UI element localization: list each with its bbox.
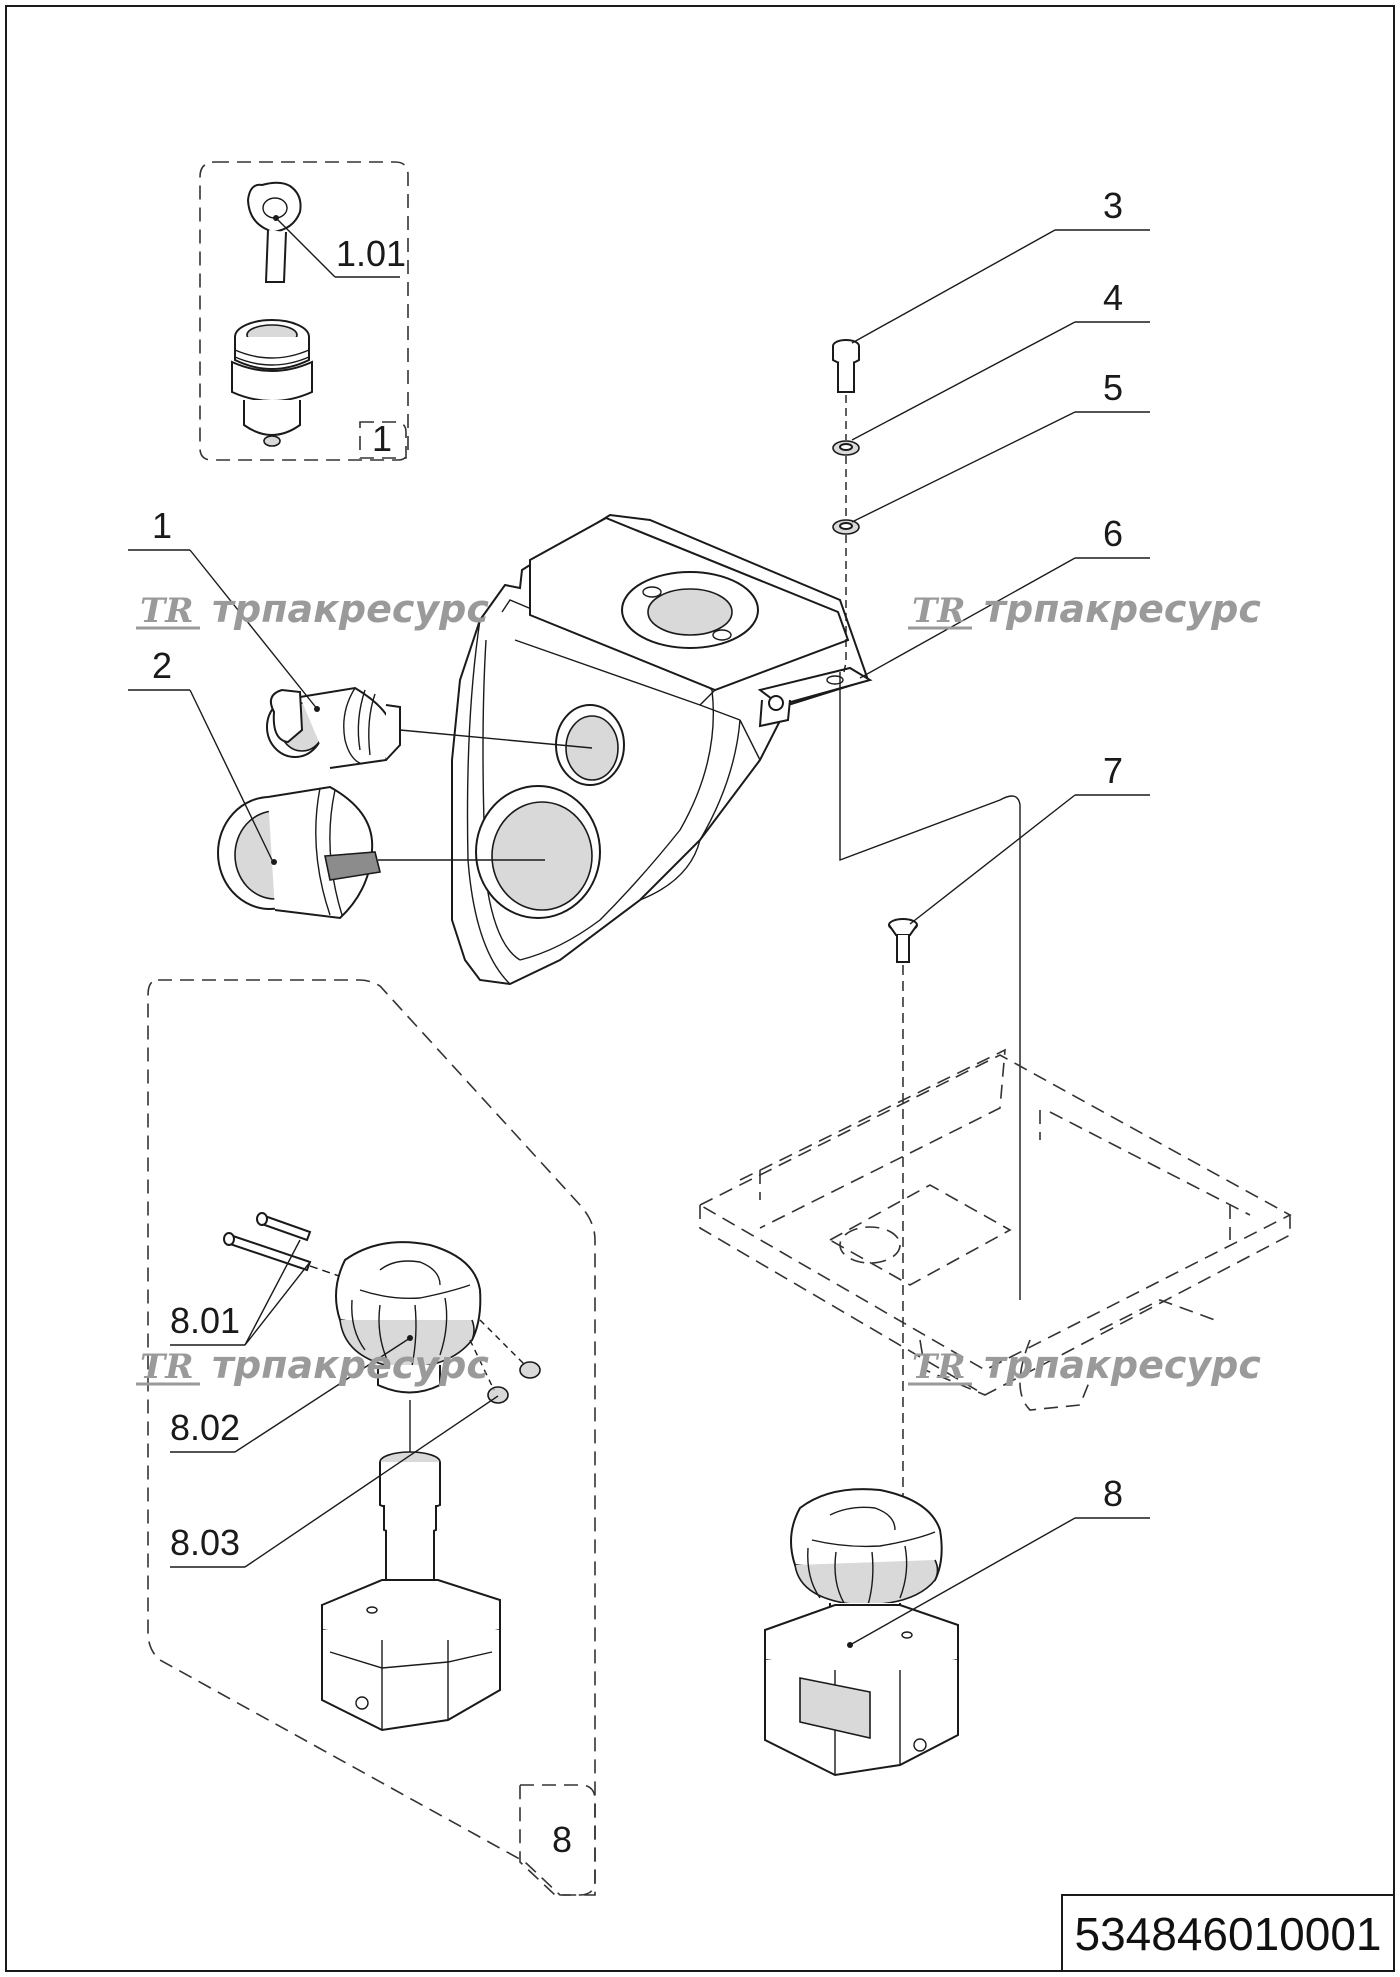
screw-7-part	[888, 918, 918, 963]
callout-5: 5	[1103, 367, 1123, 408]
panel-housing	[451, 513, 873, 986]
svg-text:TR: TR	[140, 591, 194, 631]
callout-8-box-label: 8	[552, 1819, 572, 1860]
watermark-bottom-right: TR трпакресурс	[908, 1343, 1261, 1387]
nuts-8-03-part	[487, 1361, 541, 1404]
callout-8-03: 8.03	[170, 1522, 240, 1563]
watermark-top-left: TR трпакресурс	[136, 587, 489, 631]
callout-8-02: 8.02	[170, 1407, 240, 1448]
switch-8-assembled-part	[764, 1488, 959, 1777]
button-cover-part	[217, 785, 381, 920]
mounting-plate-reference	[698, 1048, 1292, 1411]
detail-box-8: 8	[147, 979, 596, 1896]
drawing-code-box: 534846010001	[1061, 1894, 1395, 1972]
callout-1-box-label: 1	[372, 418, 392, 459]
svg-text:TR: TR	[912, 1347, 966, 1387]
pins-8-01-part	[223, 1212, 312, 1272]
watermark-top-right: TR трпакресурс	[908, 587, 1261, 631]
knob-8-02-part	[335, 1241, 482, 1394]
svg-text:TR: TR	[912, 591, 966, 631]
watermark-bottom-left: TR трпакресурс	[136, 1343, 489, 1387]
key-part	[246, 181, 302, 283]
callout-3: 3	[1103, 185, 1123, 226]
callout-2: 2	[152, 645, 172, 686]
screw-3-part	[832, 339, 860, 393]
switch-body-box-part	[321, 1451, 501, 1732]
callout-4: 4	[1103, 277, 1123, 318]
callout-1: 1	[152, 505, 172, 546]
svg-text:трпакресурс: трпакресурс	[984, 1343, 1261, 1387]
svg-text:трпакресурс: трпакресурс	[212, 587, 489, 631]
callout-7: 7	[1103, 750, 1123, 791]
lock-cylinder-part	[231, 319, 313, 447]
callout-8-01: 8.01	[170, 1300, 240, 1341]
drawing-frame	[5, 5, 1395, 1972]
detail-box-1: 1	[199, 161, 409, 461]
svg-text:TR: TR	[140, 1347, 194, 1387]
callout-1-01: 1.01	[336, 233, 406, 274]
washer-4-part	[832, 440, 860, 456]
svg-text:трпакресурс: трпакресурс	[984, 587, 1261, 631]
ignition-lock-part	[266, 686, 401, 769]
drawing-code: 534846010001	[1075, 1908, 1382, 1960]
callout-6: 6	[1103, 513, 1123, 554]
washer-5-part	[832, 519, 860, 535]
svg-text:трпакресурс: трпакресурс	[212, 1343, 489, 1387]
callout-8: 8	[1103, 1473, 1123, 1514]
